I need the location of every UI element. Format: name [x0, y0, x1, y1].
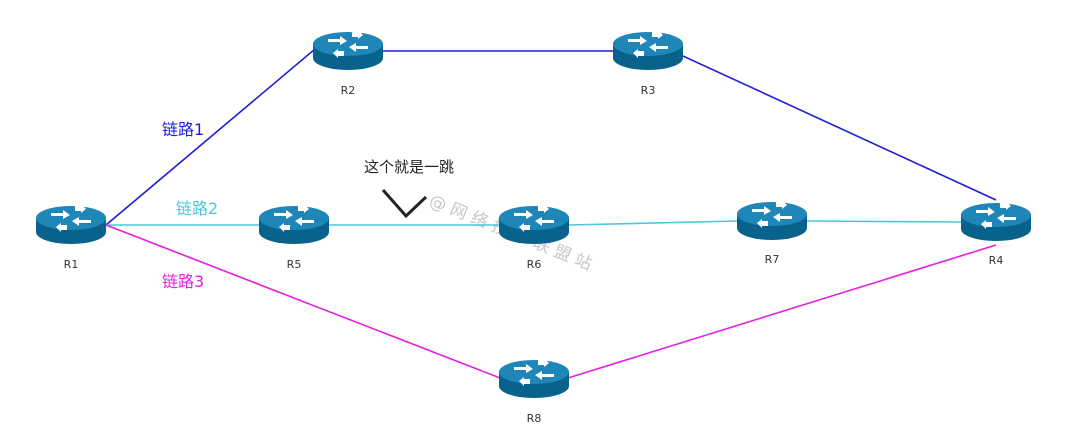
router-r8[interactable]	[499, 358, 569, 398]
router-r1-label: R1	[64, 258, 79, 271]
router-r6[interactable]	[499, 204, 569, 244]
router-r3-label: R3	[641, 84, 656, 97]
router-r7-label: R7	[765, 253, 780, 266]
link1-label: 链路1	[162, 120, 204, 139]
link3-label: 链路3	[162, 272, 204, 291]
link2-label: 链路2	[176, 199, 218, 218]
router-r2[interactable]	[313, 30, 383, 70]
router-r4[interactable]	[961, 201, 1031, 241]
router-r2-label: R2	[341, 84, 356, 97]
router-r1[interactable]	[36, 204, 106, 244]
hop-annotation: 这个就是一跳	[364, 158, 454, 176]
router-r3[interactable]	[613, 30, 683, 70]
router-r4-label: R4	[989, 254, 1004, 267]
router-r8-label: R8	[527, 412, 542, 425]
link1-path	[105, 48, 997, 226]
router-r7[interactable]	[737, 200, 807, 240]
router-r5-label: R5	[287, 258, 302, 271]
router-r5[interactable]	[259, 204, 329, 244]
check-mark-icon	[381, 189, 428, 219]
router-r6-label: R6	[527, 258, 542, 271]
